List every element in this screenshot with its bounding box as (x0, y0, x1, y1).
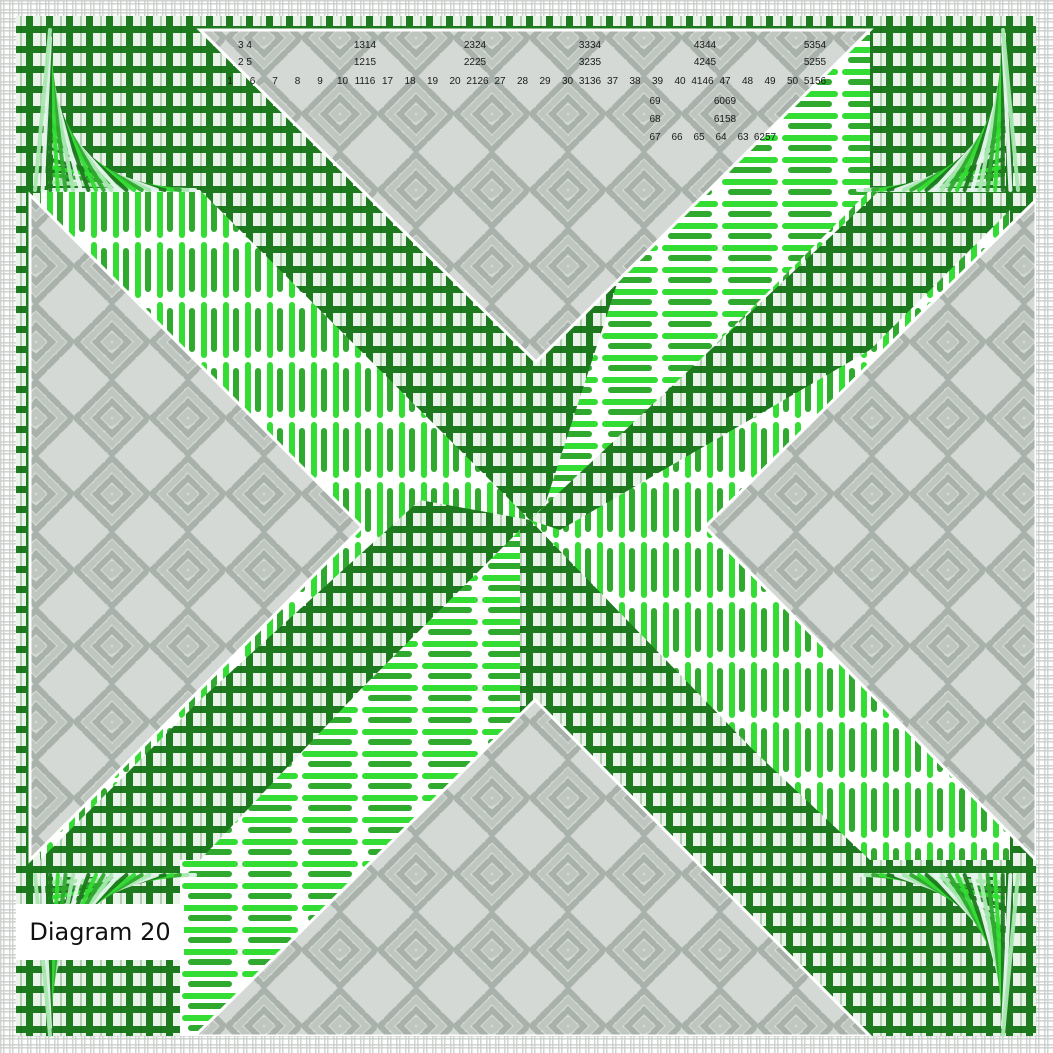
stitch-number: 2225 (464, 57, 487, 68)
stitch-number: 3136 (579, 76, 602, 87)
stitch-number: 9 (317, 76, 323, 87)
stitch-number: 28 (517, 76, 529, 87)
stitch-number: 17 (382, 76, 394, 87)
stitch-number: 69 (649, 96, 661, 107)
stitch-number: 63 (737, 132, 749, 143)
stitch-number: 20 (449, 76, 461, 87)
stitch-number: 27 (494, 76, 506, 87)
diagram-caption: Diagram 20 (29, 918, 170, 946)
stitch-number: 67 (649, 132, 661, 143)
stitch-number: 2126 (466, 76, 489, 87)
stitch-number: 6158 (714, 114, 737, 125)
stitch-number: 7 (272, 76, 278, 87)
stitch-number: 50 (787, 76, 799, 87)
stitch-number: 5156 (804, 76, 827, 87)
stitch-number: 4245 (694, 57, 717, 68)
stitch-number: 37 (607, 76, 619, 87)
stitch-number: 40 (674, 76, 686, 87)
stitch-number: 1314 (354, 40, 377, 51)
stitch-number: 3334 (579, 40, 602, 51)
stitch-number: 5255 (804, 57, 827, 68)
stitch-number: 4146 (691, 76, 714, 87)
stitch-number: 49 (764, 76, 776, 87)
stitch-number: 19 (427, 76, 439, 87)
stitch-number: 3235 (579, 57, 602, 68)
stitch-number: 1116 (355, 76, 376, 87)
stitch-number: 5354 (804, 40, 827, 51)
stitch-number: 47 (719, 76, 731, 87)
stitch-number: 68 (649, 114, 661, 125)
stitch-number: 2324 (464, 40, 487, 51)
stitch-number: 18 (404, 76, 416, 87)
stitch-number: 39 (652, 76, 664, 87)
stitch-number: 1 (227, 76, 233, 87)
stitch-number: 38 (629, 76, 641, 87)
stitch-number: 30 (562, 76, 574, 87)
stitch-number: 6 (250, 76, 256, 87)
caption-box: Diagram 20 (16, 904, 184, 960)
stitch-number: 65 (693, 132, 705, 143)
stitch-number: 64 (715, 132, 727, 143)
stitch-number: 29 (539, 76, 551, 87)
stitch-number: 48 (742, 76, 754, 87)
stitch-number: 1215 (354, 57, 377, 68)
stitch-number: 6069 (714, 96, 737, 107)
stitch-number: 10 (337, 76, 349, 87)
stitch-number: 8 (295, 76, 301, 87)
stitch-number: 6257 (754, 132, 777, 143)
stitch-number: 66 (671, 132, 683, 143)
stitch-number: 3 4 (238, 40, 252, 51)
stitch-number: 4344 (694, 40, 717, 51)
stitch-number: 2 5 (238, 57, 252, 68)
